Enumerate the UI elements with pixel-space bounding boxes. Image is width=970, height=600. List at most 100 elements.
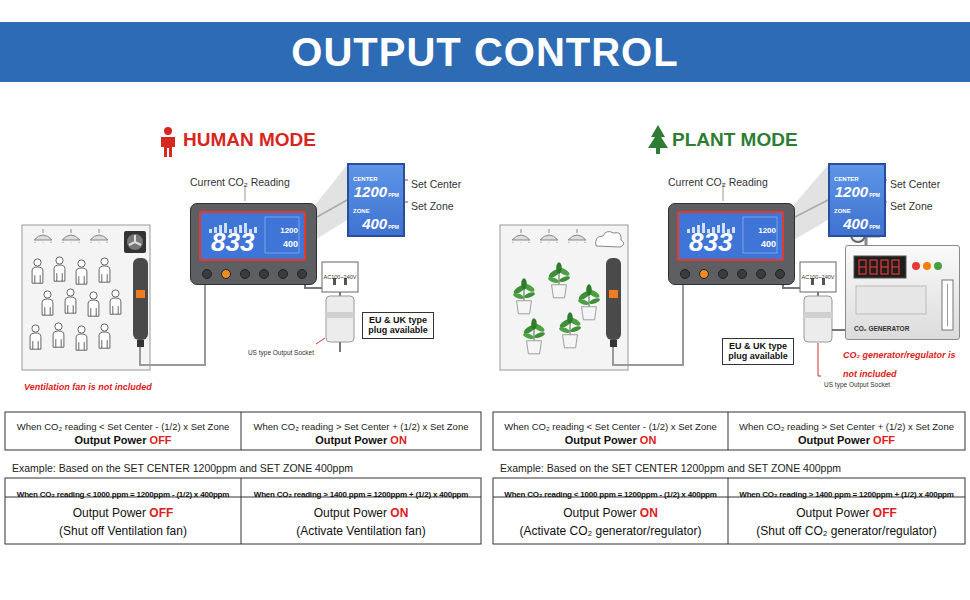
zoom-connector bbox=[795, 200, 828, 217]
table-cell: When CO₂ reading > Set Center + (1/2) x … bbox=[739, 421, 954, 432]
wall-outlet bbox=[800, 262, 836, 292]
text-line: Set Center bbox=[890, 173, 966, 192]
table-cell: When CO₂ reading > Set Center + (1/2) x … bbox=[254, 421, 469, 432]
reading-value: 400 bbox=[761, 239, 776, 249]
state-word: OFF bbox=[150, 434, 172, 446]
reading-value: 833 bbox=[211, 227, 254, 258]
text-line: Set Zone bbox=[890, 195, 966, 214]
text-line: Set Zone bbox=[411, 195, 481, 214]
text-line: When CO₂ reading > Set Center + (1/2) x … bbox=[241, 415, 481, 434]
text-line: Output PowerOFF bbox=[5, 502, 241, 521]
text-line: Output PowerON bbox=[241, 429, 481, 448]
text-line: Ventilation fan is not included bbox=[24, 375, 224, 394]
display-row: 1200PPM bbox=[354, 184, 399, 200]
callout-label: Set Zone bbox=[890, 200, 933, 212]
page-title: OUTPUT CONTROL bbox=[0, 22, 970, 82]
leader-line bbox=[316, 338, 325, 344]
display-value: PPM bbox=[388, 224, 399, 230]
device-label: CO₂ GENERATOR bbox=[854, 325, 909, 332]
display-row: ZONE bbox=[834, 200, 851, 216]
reading-value: 400 bbox=[283, 239, 298, 249]
text-line: When CO₂ reading > 1400 ppm = 1200ppm + … bbox=[241, 482, 481, 501]
human-room bbox=[22, 225, 150, 370]
display-value: PPM bbox=[869, 192, 880, 198]
state-word: ON bbox=[640, 434, 657, 446]
plug-note-box: EU & UK type plug available bbox=[722, 338, 794, 365]
display-row: CENTER bbox=[353, 168, 378, 184]
callout-label: Current CO₂ Reading bbox=[190, 176, 290, 188]
text-line: Output Power OFF bbox=[728, 502, 965, 521]
power-cable bbox=[305, 285, 322, 288]
note-text: EU & UK type plug available bbox=[726, 341, 790, 362]
table-cell: (Shut off Ventilation fan) bbox=[59, 524, 187, 538]
table-cell: Output Power bbox=[565, 434, 637, 446]
mode-title: HUMAN MODE bbox=[183, 129, 316, 150]
plant-room bbox=[500, 225, 628, 370]
note-text: EU & UK type plug available bbox=[366, 315, 430, 336]
text-line: When CO₂ reading < Set Center - (1/2) x … bbox=[5, 415, 241, 434]
sensor-cable bbox=[613, 285, 683, 365]
table-cell: Output Power bbox=[74, 434, 146, 446]
display-value: CENTER bbox=[834, 176, 859, 182]
mode-title: PLANT MODE bbox=[672, 129, 798, 150]
co2-controller: 8331200400 bbox=[668, 203, 795, 285]
text-line: Current CO₂ Reading bbox=[190, 171, 330, 190]
wall-outlet bbox=[322, 262, 358, 292]
warning-note: Ventilation fan is not included bbox=[24, 382, 152, 392]
display-value: ZONE bbox=[353, 208, 370, 214]
text-line: Current CO₂ Reading bbox=[668, 171, 808, 190]
text-line: Example: Based on the SET CENTER 1200ppm… bbox=[12, 457, 478, 476]
rating-text: AC100~240V bbox=[802, 274, 835, 280]
state-word: OFF bbox=[873, 506, 897, 520]
rating-text: AC100~240V bbox=[324, 274, 357, 280]
co2-generator: CO₂ GENERATOR bbox=[845, 245, 960, 340]
reading-value: 1200 bbox=[758, 226, 776, 235]
state-word: ON bbox=[390, 434, 407, 446]
display-value: 1200 bbox=[354, 183, 387, 200]
output-socket bbox=[804, 292, 832, 342]
table-cell: When CO₂ reading < Set Center - (1/2) x … bbox=[17, 421, 230, 432]
generator-cable bbox=[832, 329, 845, 331]
text-line: When CO₂ reading < 1000 ppm = 1200ppm - … bbox=[5, 482, 241, 501]
text-line: When CO₂ reading < Set Center - (1/2) x … bbox=[493, 415, 728, 434]
table-cell: When CO₂ reading > 1400 ppm = 1200ppm + … bbox=[254, 490, 468, 499]
callout-label: Set Center bbox=[890, 178, 940, 190]
lcd-display: CENTER1200PPMZONE400PPM bbox=[828, 163, 886, 237]
table-cell: Output Power bbox=[73, 506, 146, 520]
leader-line bbox=[818, 343, 821, 376]
table-grid bbox=[5, 412, 965, 544]
text-line: CO₂ generator/regulator is not included bbox=[843, 343, 967, 381]
display-value: PPM bbox=[388, 192, 399, 198]
display-row: 400PPM bbox=[843, 216, 880, 232]
output-socket bbox=[326, 292, 354, 352]
plug-note-box: EU & UK type plug available bbox=[362, 312, 434, 339]
example-text: Example: Based on the SET CENTER 1200ppm… bbox=[500, 462, 841, 474]
text-line: HUMAN MODE bbox=[183, 129, 353, 152]
lcd-screen: 8331200400 bbox=[677, 211, 784, 261]
text-line: Output PowerON bbox=[493, 429, 728, 448]
callout-label: Current CO₂ Reading bbox=[668, 176, 768, 188]
display-value: PPM bbox=[869, 224, 880, 230]
table-cell: (Shut off CO₂ generator/regulator) bbox=[756, 524, 937, 538]
text-line: When CO₂ reading > 1400 ppm = 1200ppm + … bbox=[728, 482, 965, 501]
reading-value: 1200 bbox=[280, 226, 298, 235]
power-cable bbox=[783, 285, 800, 288]
text-line: (Shut off CO₂ generator/regulator) bbox=[728, 520, 965, 539]
display-row: ZONE bbox=[353, 200, 370, 216]
display-row: CENTER bbox=[834, 168, 859, 184]
table-cell: When CO₂ reading > 1400 ppm = 1200ppm + … bbox=[739, 490, 953, 499]
table-cell: Output Power bbox=[796, 506, 869, 520]
display-row: 400PPM bbox=[362, 216, 399, 232]
title-band bbox=[0, 22, 970, 82]
text-line: Output PowerON bbox=[241, 502, 481, 521]
table-cell: When CO₂ reading < 1000 ppm = 1200ppm - … bbox=[17, 490, 229, 499]
text-line: Output PowerON bbox=[493, 502, 728, 521]
lcd-screen: 833 1200 400 bbox=[199, 211, 306, 261]
text-line: (Activate CO₂ generator/regulator) bbox=[493, 520, 728, 539]
text-line: When CO₂ reading < 1000 ppm = 1200ppm - … bbox=[493, 482, 728, 501]
co2-controller: 833 1200 400 bbox=[190, 203, 317, 285]
text-line: US type Output Socket bbox=[224, 340, 314, 359]
state-word: ON bbox=[640, 506, 658, 520]
text-line: When CO₂ reading > Set Center + (1/2) x … bbox=[728, 415, 965, 434]
